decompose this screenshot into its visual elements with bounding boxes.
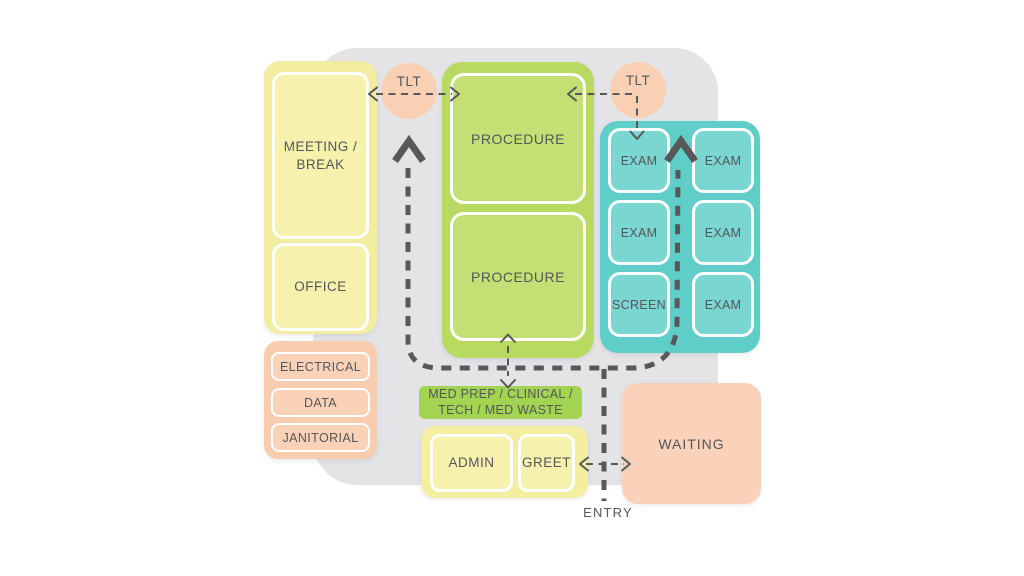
room-data: DATA xyxy=(271,388,370,417)
room-procedure-2: PROCEDURE xyxy=(450,212,586,341)
room-janitorial-label: JANITORIAL xyxy=(282,430,359,445)
entry-label: ENTRY xyxy=(583,505,633,520)
label-med-prep-line2: TECH / MED WASTE xyxy=(438,402,563,417)
toilet-marker-left-label: TLT xyxy=(396,74,422,89)
room-screen: SCREEN xyxy=(608,272,670,337)
room-exam-3-label: EXAM xyxy=(620,225,658,240)
room-exam-5: EXAM xyxy=(692,272,754,337)
zone-waiting-label: WAITING xyxy=(658,435,725,452)
room-exam-5-label: EXAM xyxy=(704,297,742,312)
label-med-prep: MED PREP / CLINICAL / TECH / MED WASTE xyxy=(419,386,582,419)
room-exam-4: EXAM xyxy=(692,200,754,265)
room-admin-label: ADMIN xyxy=(448,455,495,470)
toilet-marker-right-label: TLT xyxy=(625,73,651,88)
room-greet: GREET xyxy=(518,434,575,492)
room-procedure-1: PROCEDURE xyxy=(450,73,586,204)
room-office: OFFICE xyxy=(272,243,369,331)
room-electrical: ELECTRICAL xyxy=(271,352,370,381)
room-exam-1: EXAM xyxy=(608,128,670,193)
room-procedure-2-label: PROCEDURE xyxy=(471,268,565,285)
toilet-marker-right: TLT xyxy=(610,62,666,118)
room-exam-2-label: EXAM xyxy=(704,153,742,168)
room-greet-label: GREET xyxy=(521,455,571,470)
room-screen-label: SCREEN xyxy=(612,297,666,312)
room-exam-1-label: EXAM xyxy=(620,153,658,168)
zone-waiting: WAITING xyxy=(622,383,761,504)
room-exam-3: EXAM xyxy=(608,200,670,265)
toilet-marker-left: TLT xyxy=(381,63,437,119)
room-meeting-break: MEETING / BREAK xyxy=(272,72,369,239)
room-exam-2: EXAM xyxy=(692,128,754,193)
room-exam-4-label: EXAM xyxy=(704,225,742,240)
room-janitorial: JANITORIAL xyxy=(271,423,370,452)
room-electrical-label: ELECTRICAL xyxy=(279,359,362,374)
room-admin: ADMIN xyxy=(430,434,513,492)
room-procedure-1-label: PROCEDURE xyxy=(471,130,565,147)
label-med-prep-line1: MED PREP / CLINICAL / xyxy=(428,387,573,401)
room-data-label: DATA xyxy=(303,395,338,410)
room-office-label: OFFICE xyxy=(294,279,347,294)
room-meeting-break-label: MEETING / BREAK xyxy=(283,138,358,172)
